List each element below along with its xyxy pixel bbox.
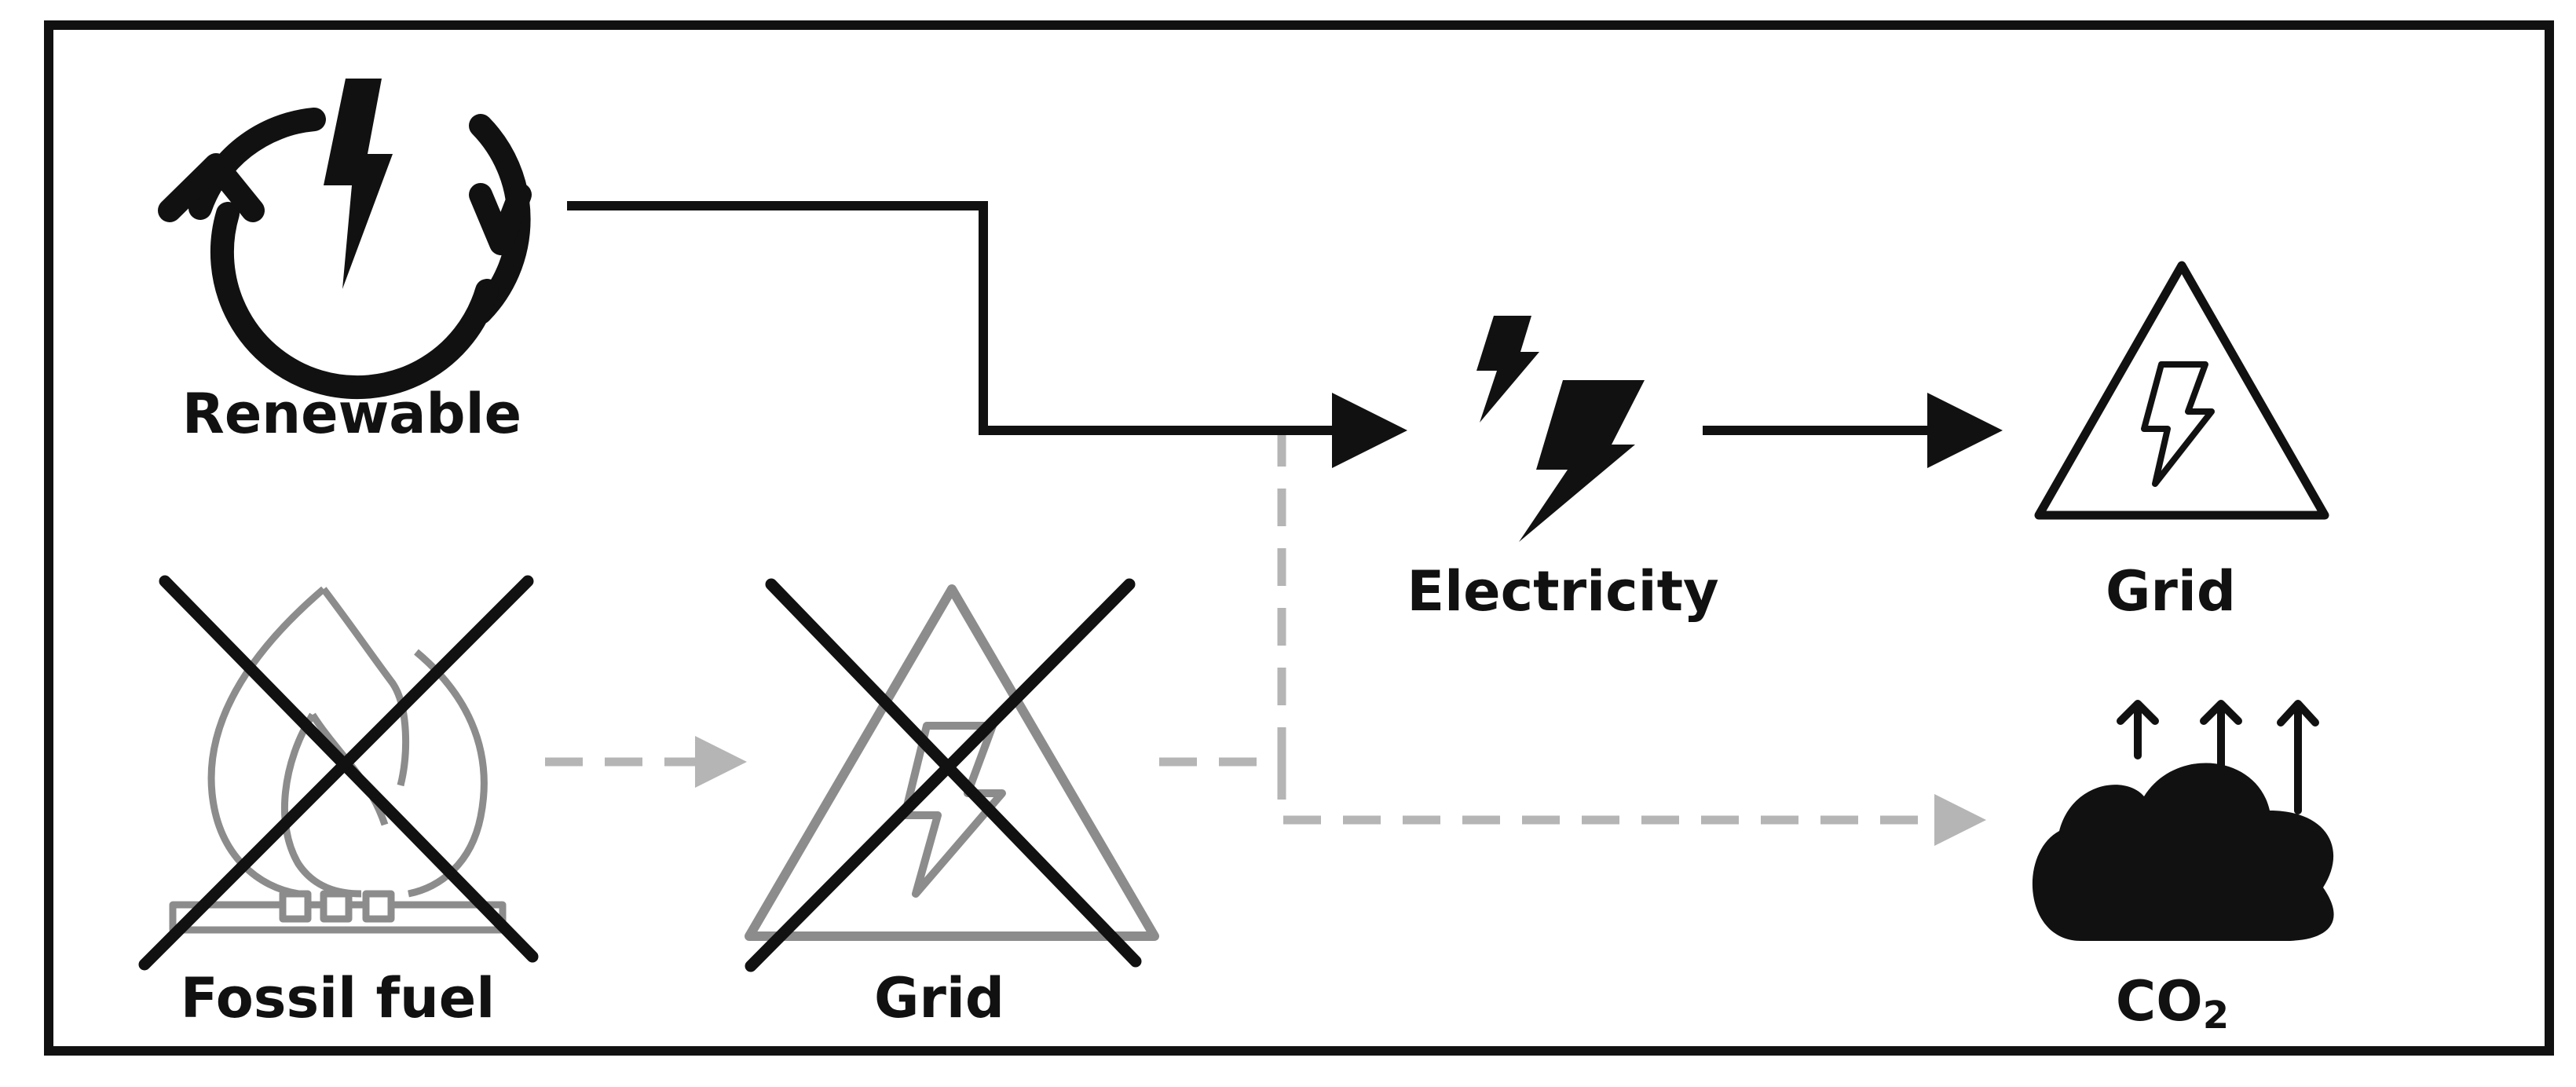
flame-burner-icon	[169, 586, 507, 934]
cloud-emission-icon	[2032, 700, 2334, 941]
grid-active-label: Grid	[2105, 559, 2237, 624]
renewable-energy-icon	[158, 79, 532, 400]
grid-to-electricity-dashed-line	[1159, 435, 1286, 767]
fossil-fuel-label: Fossil fuel	[180, 966, 496, 1030]
co2-label-subscript: 2	[2202, 994, 2230, 1038]
co2-label-main: CO	[2115, 969, 2203, 1034]
electricity-label: Electricity	[1407, 559, 1719, 624]
renewable-label: Renewable	[181, 382, 522, 446]
lightning-bolts-icon	[1476, 316, 1645, 542]
diagram-frame	[44, 20, 2554, 1056]
inactive-grid-triangle-icon	[745, 584, 1159, 941]
high-voltage-triangle-icon	[2034, 261, 2329, 520]
grid-cross-icon	[745, 578, 1142, 972]
fossil-fuel-cross-icon	[138, 575, 539, 971]
grid-to-co2-dashed-arrow	[1277, 762, 1986, 846]
co2-label: CO2	[2116, 974, 2229, 1034]
renewable-to-electricity-arrow	[567, 201, 1407, 468]
grid-inactive-label: Grid	[873, 966, 1005, 1030]
